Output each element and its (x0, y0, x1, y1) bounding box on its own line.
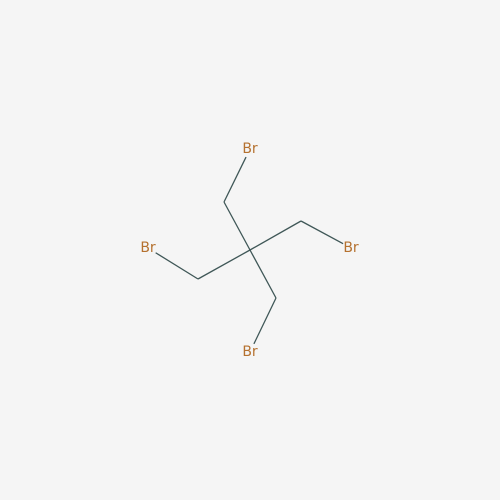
bond-center-left (197, 249, 251, 280)
atom-label-br-top: Br (242, 141, 258, 157)
atom-label-br-left: Br (140, 240, 156, 256)
atom-label-br-bottom: Br (242, 344, 258, 360)
bond-right-br (300, 220, 344, 245)
atom-label-br-right: Br (343, 240, 359, 256)
bond-center-bottom (249, 249, 277, 299)
bonds-group (155, 156, 344, 345)
bond-center-top (223, 201, 251, 251)
bond-left-br (155, 252, 199, 280)
bond-top-br (223, 156, 247, 203)
bond-bottom-br (253, 297, 277, 345)
bond-center-right (249, 220, 302, 251)
